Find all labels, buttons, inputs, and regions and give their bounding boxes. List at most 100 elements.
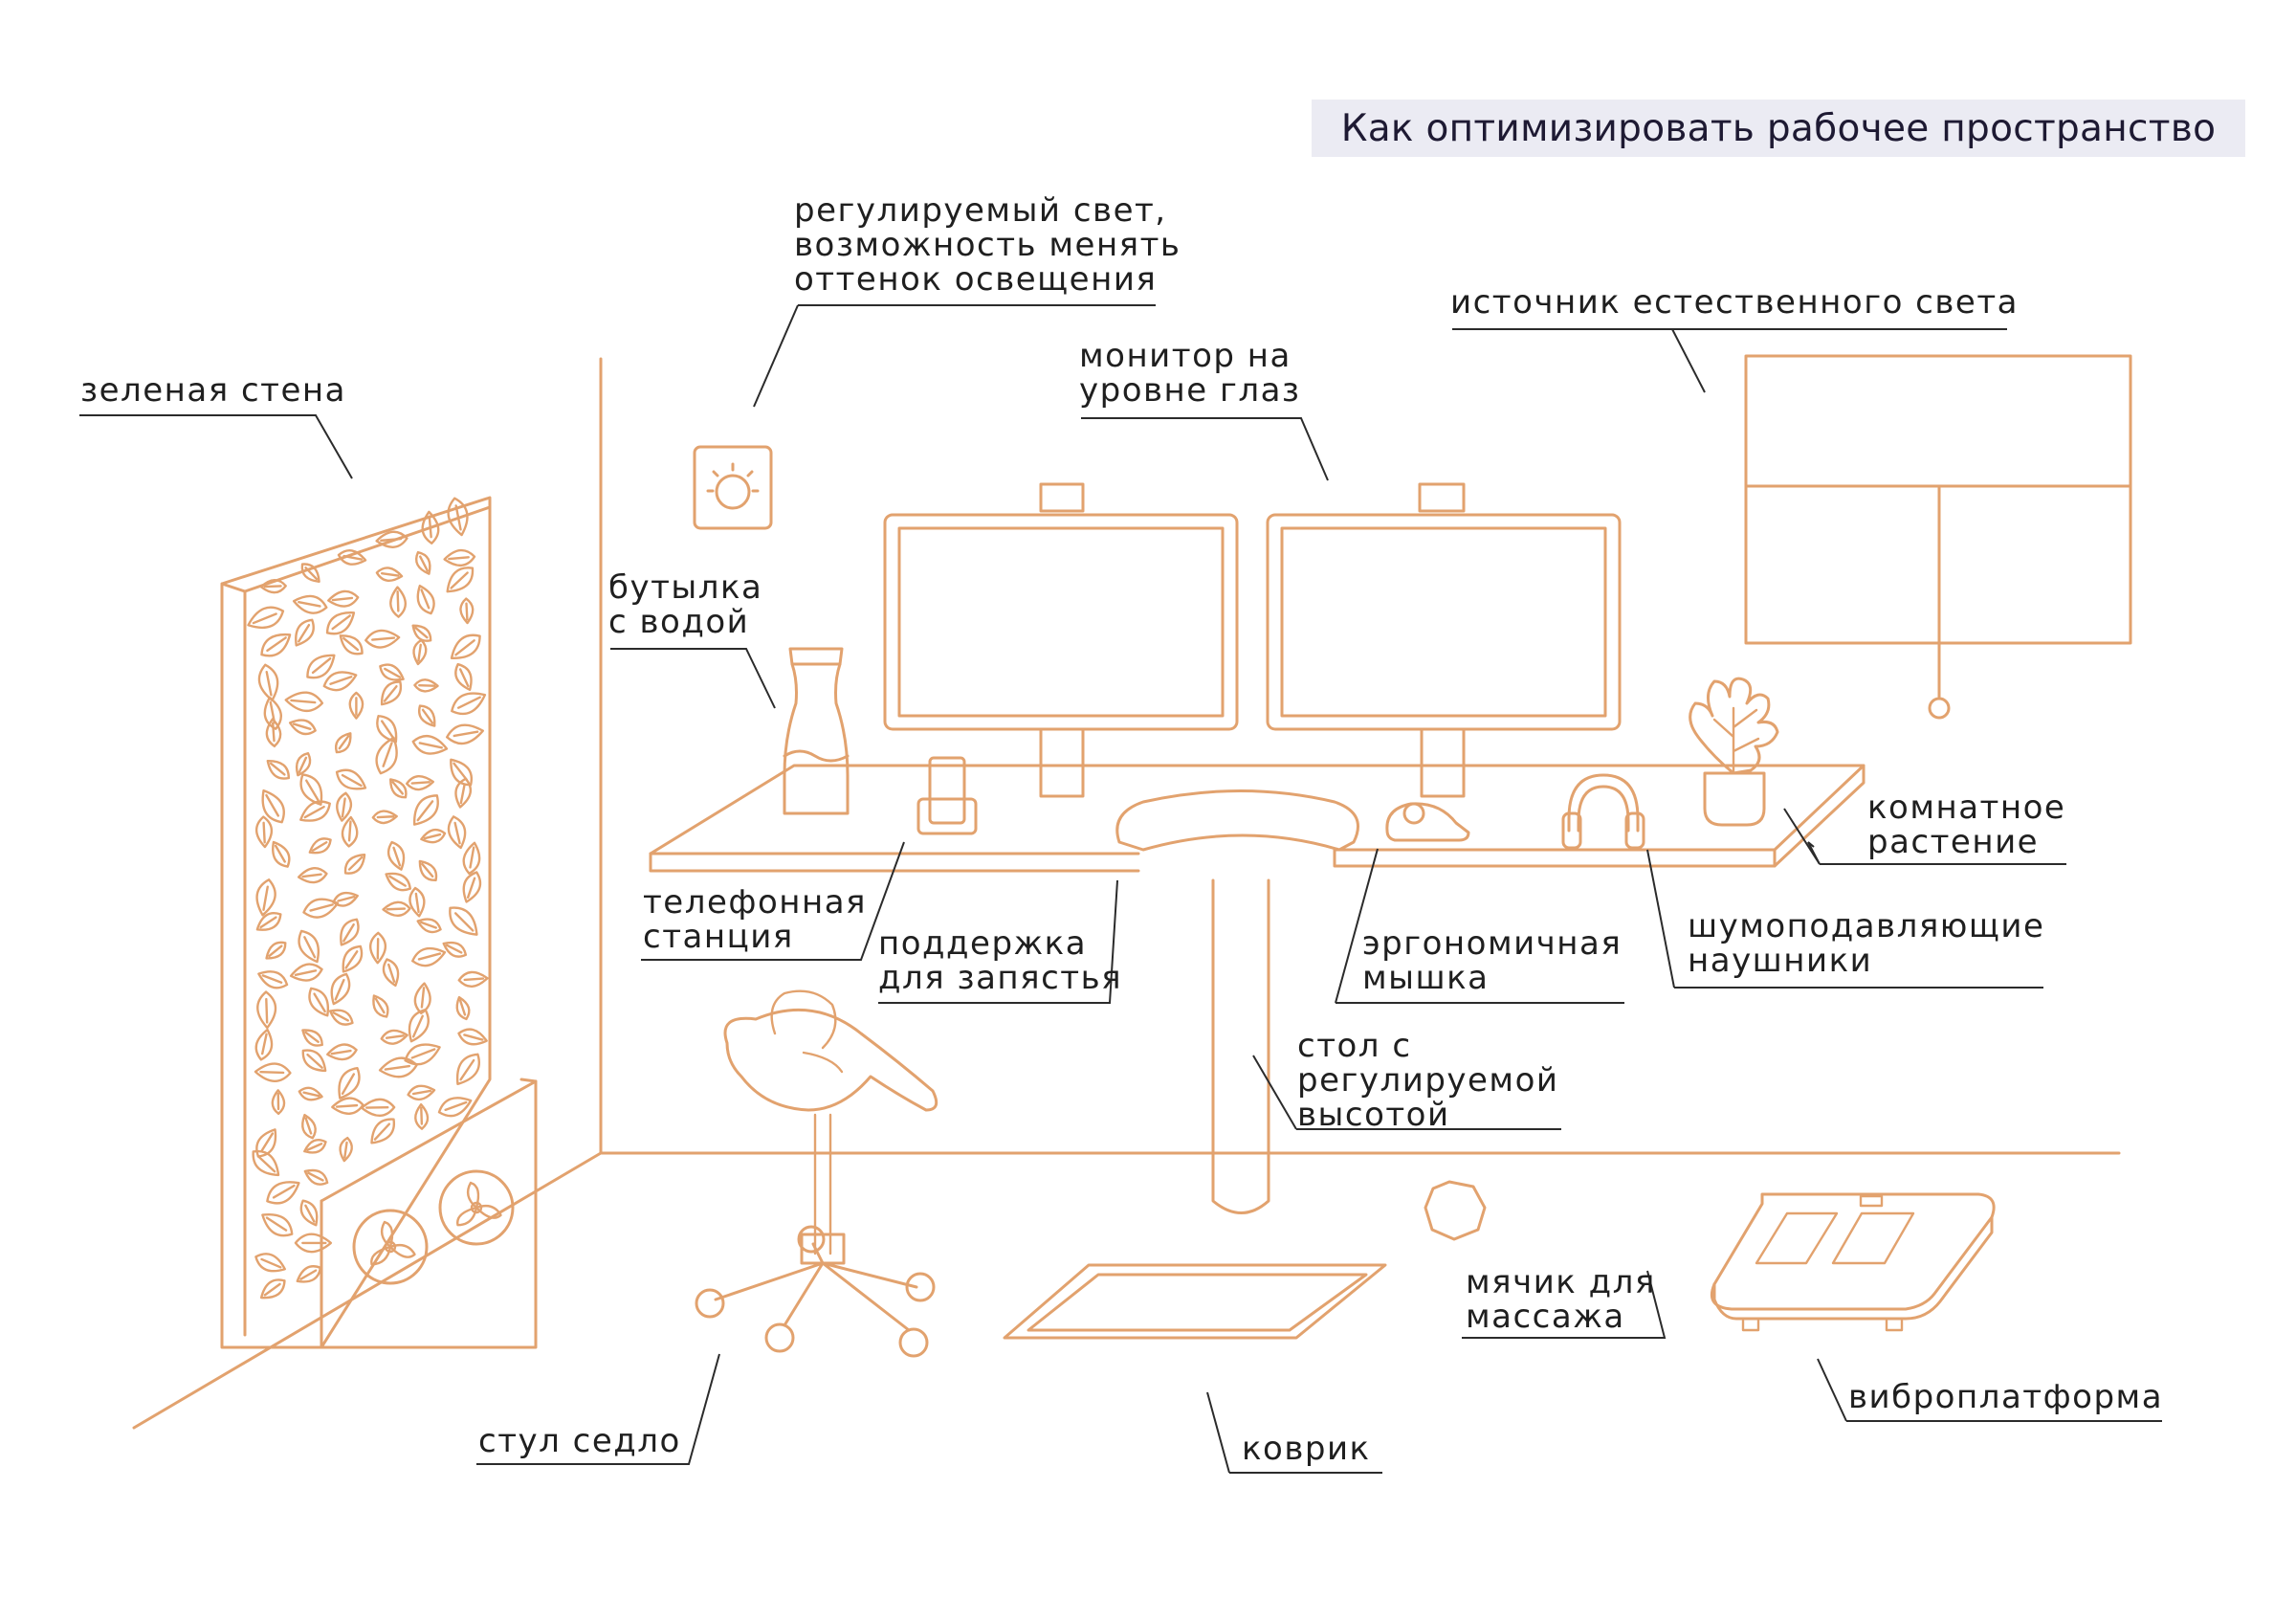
title-banner: Как оптимизировать рабочее пространство <box>1312 100 2245 157</box>
phone-dock <box>916 756 978 835</box>
label-line: источник естественного света <box>1450 283 2019 322</box>
leaf-icon <box>411 624 432 642</box>
leaf-icon <box>306 654 336 679</box>
leaf-icon <box>418 704 436 727</box>
water-bottle <box>783 647 850 815</box>
leaf-icon <box>254 1028 274 1061</box>
desk <box>649 764 1866 1214</box>
label-monitor: монитор на уровне глаз <box>1079 339 1301 408</box>
leaf-icon <box>449 906 478 936</box>
leaf-icon <box>380 1029 408 1045</box>
label-headphones: шумоподавляющие наушники <box>1688 909 2044 978</box>
label-line: станция <box>643 918 794 956</box>
leaf-icon <box>332 891 359 907</box>
label-line: регулируемой <box>1297 1061 1559 1100</box>
leaf-icon <box>450 633 481 659</box>
leaf-icon <box>259 1278 286 1300</box>
label-line: комнатное <box>1867 789 2066 827</box>
wrist-rest <box>1115 789 1359 852</box>
label-line: бутылка <box>608 568 763 607</box>
leaf-icon <box>411 734 449 755</box>
leaf-icon <box>407 1084 436 1101</box>
leaf-icon <box>260 633 292 657</box>
leaf-icon <box>340 918 360 946</box>
floor-mat <box>1003 1263 1387 1340</box>
fan-blade <box>380 1220 394 1249</box>
leaf-icon <box>299 773 323 806</box>
leaf-icon <box>375 736 398 775</box>
leaf-icon <box>413 678 439 693</box>
leaf-icon <box>254 815 274 849</box>
leaf-icon <box>455 995 471 1021</box>
vibration-platform <box>1710 1192 1996 1332</box>
leaf-icon <box>247 606 285 630</box>
label-line: высотой <box>1297 1096 1450 1134</box>
leaf-icon <box>414 550 431 575</box>
leaf-icon <box>370 1118 396 1144</box>
label-massage-ball: мячик для массажа <box>1466 1265 1656 1334</box>
leaf-icon <box>404 1043 441 1066</box>
leaf-icon <box>302 898 340 919</box>
leaf-icon <box>255 878 276 917</box>
leaf-icon <box>284 691 324 713</box>
leaf-icon <box>271 1089 286 1116</box>
label-line: эргономичная <box>1362 924 1623 963</box>
fan-blade <box>475 1204 502 1219</box>
label-adjustable-light: регулируемый свет, возможность менять от… <box>794 193 1181 297</box>
window <box>1744 354 2132 720</box>
leaf-icon <box>348 691 364 720</box>
leaf-icon <box>261 1212 294 1237</box>
label-line: стол с <box>1297 1027 1412 1065</box>
leaf-icon <box>295 752 312 777</box>
leaf-icon <box>297 867 328 884</box>
leaf-icon <box>254 1062 292 1082</box>
leaf-icon <box>416 918 442 934</box>
monitors <box>883 482 1622 798</box>
leaf-icon <box>265 718 282 748</box>
leaf-icon <box>418 859 438 882</box>
fan-blade <box>388 1243 416 1258</box>
leaf-icon <box>462 841 481 875</box>
leaf-icon <box>272 840 291 868</box>
leaf-icon <box>308 837 332 855</box>
leaf-icon <box>378 1056 418 1078</box>
fan-blade <box>370 1245 392 1266</box>
leaf-icon <box>446 723 484 745</box>
label-phone-dock: телефонная станция <box>643 885 867 954</box>
label-ergonomic-mouse: эргономичная мышка <box>1362 926 1622 995</box>
leaf-icon <box>292 594 328 614</box>
leaf-icon <box>322 671 358 692</box>
leaf-icon <box>265 941 287 960</box>
leaf-icon <box>411 946 447 967</box>
label-line: зеленая стена <box>80 371 346 410</box>
leaf-icon <box>372 994 389 1018</box>
leaf-icon <box>382 958 400 988</box>
leaf-icon <box>335 768 367 790</box>
label-line: шумоподавляющие <box>1688 907 2045 945</box>
leaf-icon <box>343 853 366 875</box>
leaf-icon <box>360 1098 396 1118</box>
label-line: с водой <box>608 603 750 641</box>
leaf-icon <box>328 1009 354 1026</box>
leaf-icon <box>327 589 360 608</box>
leaf-icon <box>294 1233 333 1254</box>
page-title: Как оптимизировать рабочее пространство <box>1340 106 2217 150</box>
leaf-icon <box>375 530 408 548</box>
leaf-icon <box>308 987 330 1017</box>
fan-hub <box>384 1240 397 1254</box>
leaf-icon <box>339 634 364 655</box>
label-vibration-platform: виброплатформа <box>1848 1380 2163 1414</box>
leaf-icon <box>266 759 290 780</box>
green-wall <box>220 496 538 1349</box>
label-line: наушники <box>1688 942 1873 980</box>
leaf-icon <box>289 963 323 982</box>
leaf-icon <box>301 1113 317 1140</box>
leaf-icon <box>330 972 351 1006</box>
leaf-icon <box>303 1168 329 1186</box>
label-line: возможность менять <box>794 226 1181 264</box>
leaf-icon <box>299 800 331 822</box>
leaf-icon <box>408 1009 430 1043</box>
leaf-icon <box>389 778 408 799</box>
leaf-icon <box>339 1136 353 1163</box>
leaf-icon <box>459 597 475 625</box>
